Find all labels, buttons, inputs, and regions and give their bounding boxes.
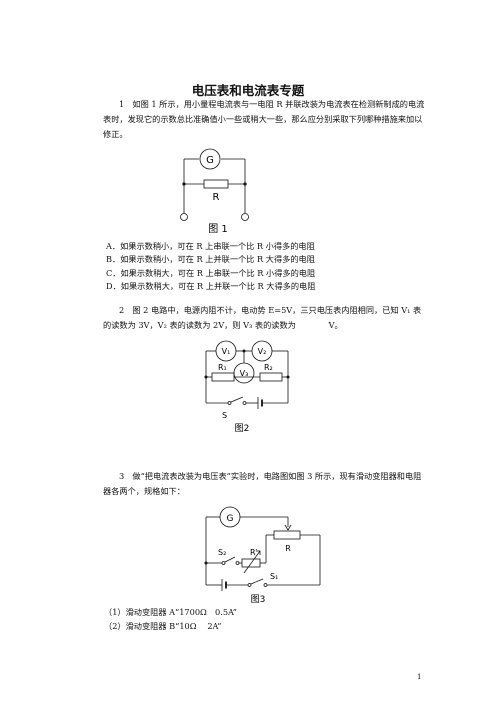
voltmeter-v2-symbol (251, 340, 273, 362)
resistor-r2-symbol (259, 372, 283, 382)
galvanometer-symbol (199, 148, 221, 170)
q2-text: 2 图 2 电路中，电源内阻不计，电动势 E=5V，三只电压表内阻相同，已知 V… (103, 305, 422, 330)
fig2-caption: 图2 (235, 423, 250, 434)
fig2-v3-label: V₃ (240, 369, 249, 378)
terminal-right (241, 213, 249, 221)
switch-s-symbol (230, 396, 244, 403)
figure-2: V₁ V₂ V₃ R₁ R₂ S 图2 (204, 340, 290, 434)
terminal-left (180, 213, 188, 221)
fig1-meter-label: G (206, 155, 214, 166)
fig3-s1-label: S₁ (270, 572, 278, 581)
q1-option-d: D．如果示数稍大，可在 R 上并联一个比 R 大得多的电阻 (106, 281, 316, 291)
rheostat-r-symbol (273, 530, 301, 540)
fig2-v1-label: V₁ (222, 347, 231, 356)
q3-item-1: （1）滑动变阻器 A“1700Ω 0.5A” (104, 607, 237, 617)
fig3-caption: 图3 (251, 594, 266, 605)
q1-option-b: B．如果示数稍小，可在 R 上并联一个比 R 大得多的电阻 (106, 254, 315, 264)
switch-s2-symbol (224, 556, 236, 563)
switch-s1-symbol (250, 578, 264, 585)
fig2-v2-label: V₂ (258, 347, 267, 356)
fig2-switch-label: S (222, 411, 227, 420)
voltmeter-v1-symbol (215, 340, 237, 362)
q3-text: 3 做“把电流表改装为电压表”实验时，电路图如图 3 所示，现有滑动变阻器和电阻… (103, 471, 422, 496)
page-title: 电压表和电流表专题 (191, 83, 305, 98)
q1-option-a: A．如果示数稍小，可在 R 上串联一个比 R 小得多的电阻 (106, 241, 315, 251)
page-number: 1 (417, 673, 422, 681)
fig3-meter-label: G (227, 514, 234, 524)
fig3-s2-label: S₂ (218, 548, 226, 557)
fig3-resistor-label: R′ (250, 548, 258, 557)
fig1-resistor-label: R (213, 192, 220, 203)
fig1-caption: 图 1 (208, 223, 228, 235)
q3-item-2: （2）滑动变阻器 B“10Ω 2A” (104, 621, 222, 631)
q1-text: 1 如图 1 所示，用小量程电流表与一电阻 R 并联改装为电流表在检测新制成的电… (103, 99, 425, 139)
figure-1: G R 图 1 (180, 148, 249, 235)
fig2-r1-label: R₁ (218, 363, 227, 372)
q1-option-c: C．如果示数稍大，可在 R 上串联一个比 R 小得多的电阻 (106, 268, 316, 278)
figure-3: G R R′ S₂ S₁ 图3 (204, 506, 321, 605)
fig3-rheostat-label: R (285, 544, 291, 553)
resistor-r-symbol (203, 179, 229, 189)
fig2-r2-label: R₂ (264, 363, 273, 372)
resistor-r1-symbol (211, 372, 235, 382)
